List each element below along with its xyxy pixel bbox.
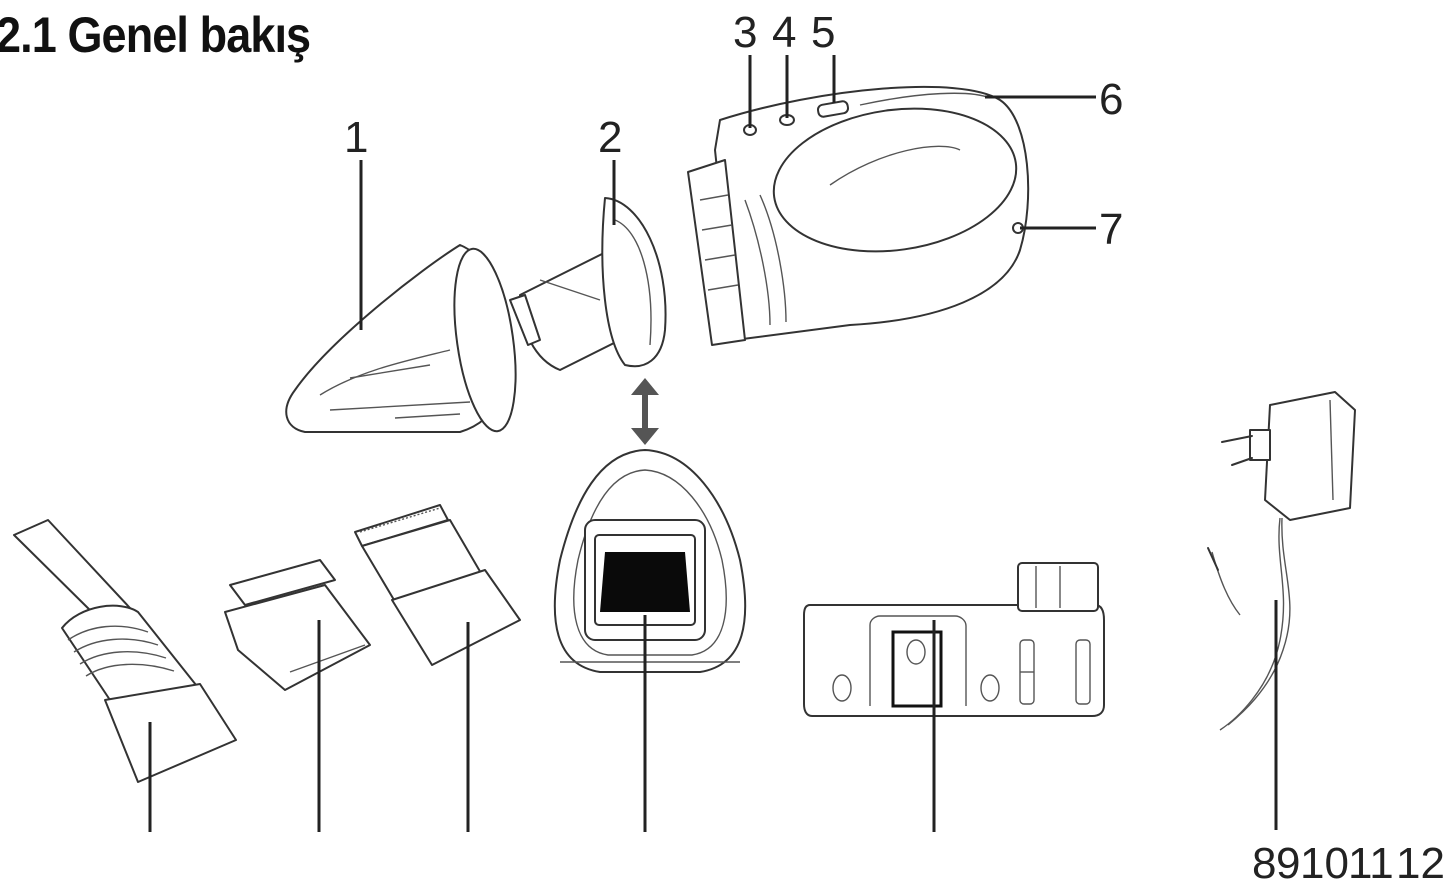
charging-base <box>553 449 747 673</box>
charger-adapter <box>1207 391 1356 731</box>
label-5: 5 <box>811 8 835 57</box>
filter-adapter <box>509 197 667 371</box>
label-10: 10 <box>1300 839 1349 887</box>
wall-bracket <box>803 562 1105 717</box>
label-7: 7 <box>1099 205 1123 254</box>
label-2: 2 <box>598 113 622 162</box>
label-12: 12 <box>1396 839 1445 887</box>
label-4: 4 <box>772 8 796 57</box>
label-11: 11 <box>1348 839 1394 887</box>
page-title: 2.1 Genel bakış <box>0 7 311 63</box>
brush-nozzle <box>354 504 521 666</box>
label-9: 9 <box>1276 839 1300 887</box>
label-3: 3 <box>733 8 757 57</box>
label-6: 6 <box>1099 75 1123 124</box>
wide-nozzle <box>224 559 371 691</box>
crevice-nozzle <box>13 519 237 783</box>
filter-cone <box>285 244 517 433</box>
vacuum-body <box>687 85 1030 346</box>
label-8: 8 <box>1252 839 1276 887</box>
double-arrow-icon <box>631 378 659 445</box>
label-1: 1 <box>344 113 368 162</box>
